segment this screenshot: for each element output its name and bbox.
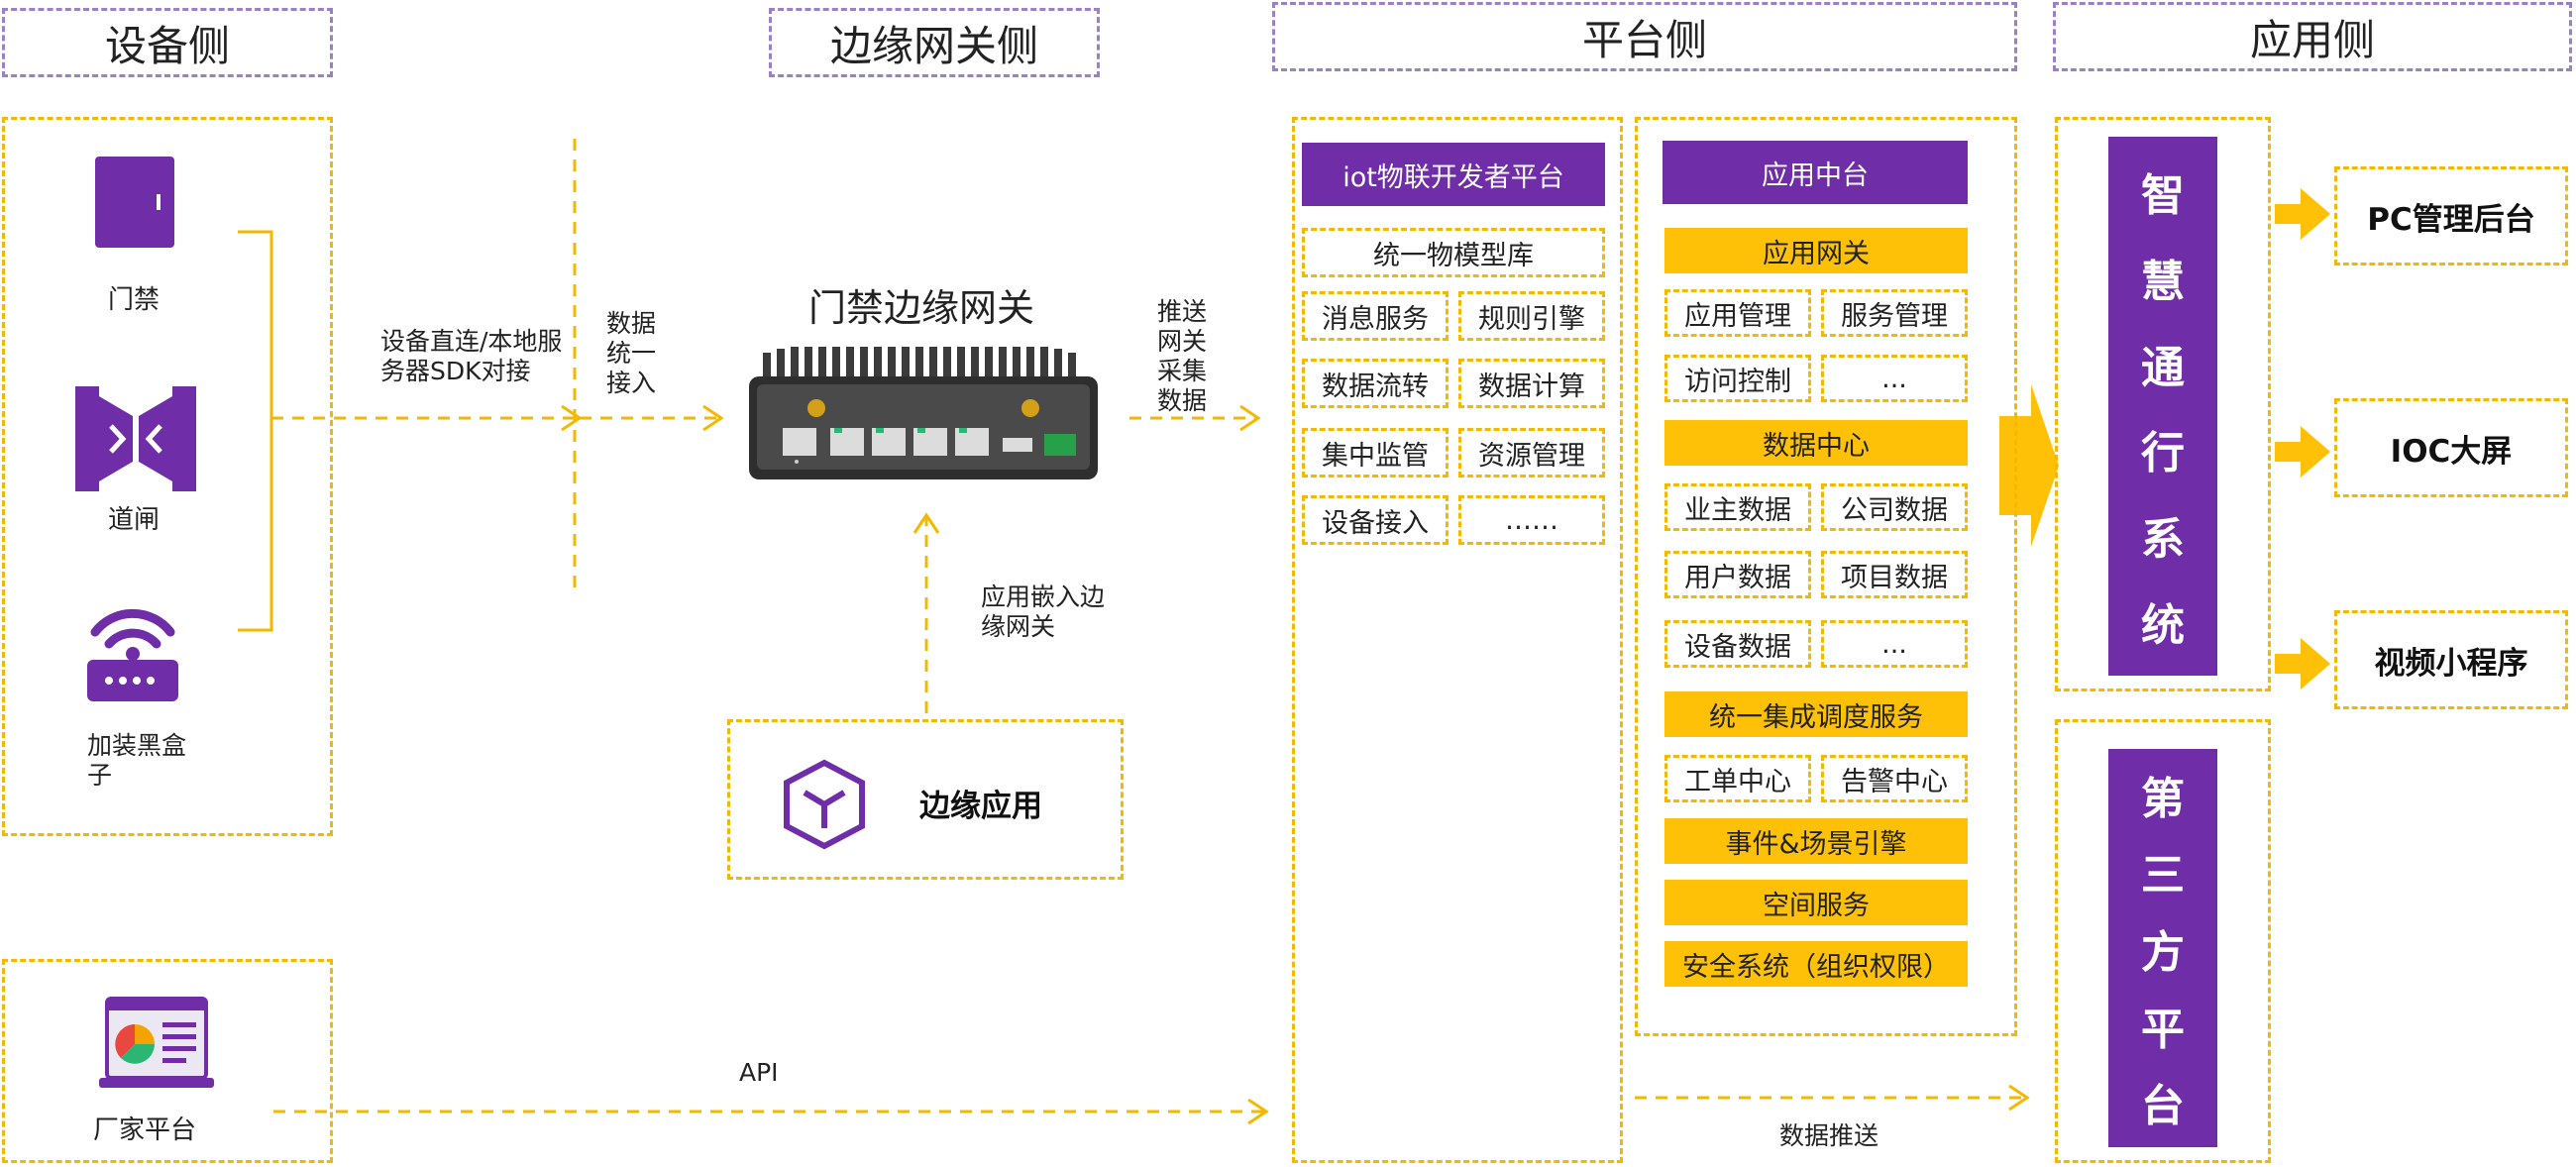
third-char-3: 平 (2141, 1004, 2185, 1055)
flow-direct-connect-label: 设备直连/本地服务器SDK对接 (380, 327, 563, 385)
iot-item-more: …… (1458, 495, 1605, 545)
data-item-user: 用户数据 (1664, 551, 1811, 598)
header-device-side-text: 设备侧 (104, 21, 230, 70)
event-engine-bar: 事件&场景引擎 (1664, 818, 1968, 864)
device-access-control-label: 门禁 (107, 285, 160, 315)
app-video-mini-label: 视频小程序 (2374, 645, 2528, 682)
app-center-title: 应用中台 (1663, 141, 1968, 204)
space-service-bar: 空间服务 (1664, 880, 1968, 925)
iot-platform-column (1292, 117, 1623, 1163)
flow-data-push-label: 数据推送 (1779, 1121, 1879, 1150)
device-vendor-platform-label: 厂家平台 (92, 1115, 196, 1145)
third-char-0: 第 (2141, 773, 2185, 824)
vendor-dashboard-icon (99, 997, 214, 1088)
smart-char-2: 通 (2141, 342, 2185, 393)
header-device-side: 设备侧 (2, 8, 333, 77)
app-center-column (1635, 117, 2017, 1036)
gate-icon (75, 386, 196, 491)
data-item-project: 项目数据 (1821, 551, 1968, 598)
header-app-side: 应用侧 (2053, 2, 2572, 71)
device-blackbox-label: 加装黑盒子 (87, 731, 187, 790)
iot-platform-title: iot物联开发者平台 (1302, 143, 1605, 206)
iot-item-device-access: 设备接入 (1302, 495, 1449, 545)
third-char-2: 方 (2141, 926, 2185, 978)
header-edge-side-text: 边缘网关侧 (829, 21, 1038, 70)
third-party-bar: 第三方平台 (2108, 749, 2217, 1147)
data-item-more: ... (1821, 620, 1968, 668)
gateway-title: 门禁边缘网关 (807, 286, 1034, 330)
app-ioc-screen-label: IOC大屏 (2390, 433, 2513, 470)
iot-item-rule-engine: 规则引擎 (1458, 291, 1605, 341)
smart-char-5: 统 (2141, 600, 2185, 652)
app-pc-admin-label: PC管理后台 (2367, 201, 2535, 238)
app-gateway-item-app-mgmt: 应用管理 (1664, 289, 1811, 337)
smart-system-bar: 智慧通行系统 (2108, 137, 2217, 676)
smart-char-3: 行 (2141, 428, 2185, 479)
edge-app-box (727, 719, 1124, 880)
app-ioc-screen: IOC大屏 (2334, 398, 2568, 497)
third-party-group (2055, 719, 2271, 1163)
app-pc-admin: PC管理后台 (2334, 166, 2568, 265)
header-platform-side: 平台侧 (1272, 2, 2017, 71)
data-center-bar: 数据中心 (1664, 420, 1968, 466)
security-system-bar: 安全系统（组织权限） (1664, 941, 1968, 987)
flow-unified-access-label: 数据统一接入 (606, 309, 657, 397)
third-char-4: 台 (2141, 1081, 2185, 1132)
dispatch-item-work-order: 工单中心 (1664, 755, 1811, 802)
dispatch-item-alarm: 告警中心 (1821, 755, 1968, 802)
app-video-mini: 视频小程序 (2334, 610, 2568, 709)
flow-embed-app-label: 应用嵌入边缘网关 (981, 583, 1106, 641)
edge-app-cube-icon (784, 759, 865, 850)
header-app-side-text: 应用侧 (2249, 15, 2375, 64)
app-gateway-item-more: ... (1821, 355, 1968, 402)
device-gate-label: 道闸 (107, 505, 160, 535)
iot-item-monitoring: 集中监管 (1302, 428, 1449, 477)
smart-char-1: 慧 (2141, 256, 2185, 307)
header-platform-side-text: 平台侧 (1581, 15, 1707, 64)
smart-char-4: 系 (2141, 514, 2185, 566)
data-item-owner: 业主数据 (1664, 483, 1811, 531)
app-gateway-item-access-control: 访问控制 (1664, 355, 1811, 402)
third-char-1: 三 (2141, 850, 2185, 902)
data-item-company: 公司数据 (1821, 483, 1968, 531)
iot-item-data-flow: 数据流转 (1302, 359, 1449, 408)
iot-item-data-compute: 数据计算 (1458, 359, 1605, 408)
iot-item-message: 消息服务 (1302, 291, 1449, 341)
smart-system-group (2055, 117, 2271, 691)
gateway-device-icon (749, 347, 1098, 479)
device-group (2, 117, 333, 836)
app-gateway-bar: 应用网关 (1664, 228, 1968, 273)
data-item-device: 设备数据 (1664, 620, 1811, 668)
edge-app-label: 边缘应用 (919, 788, 1042, 824)
dispatch-service-bar: 统一集成调度服务 (1664, 691, 1968, 737)
router-icon (87, 608, 178, 701)
iot-model-lib: 统一物模型库 (1302, 228, 1605, 277)
iot-item-resource: 资源管理 (1458, 428, 1605, 477)
door-icon (95, 157, 174, 248)
flow-api-label: API (739, 1058, 779, 1087)
app-gateway-item-service-mgmt: 服务管理 (1821, 289, 1968, 337)
vendor-platform-group (2, 959, 333, 1163)
flow-push-gateway-label: 推送网关采集数据 (1157, 297, 1208, 415)
smart-char-0: 智 (2141, 169, 2185, 221)
header-edge-side: 边缘网关侧 (769, 8, 1100, 77)
